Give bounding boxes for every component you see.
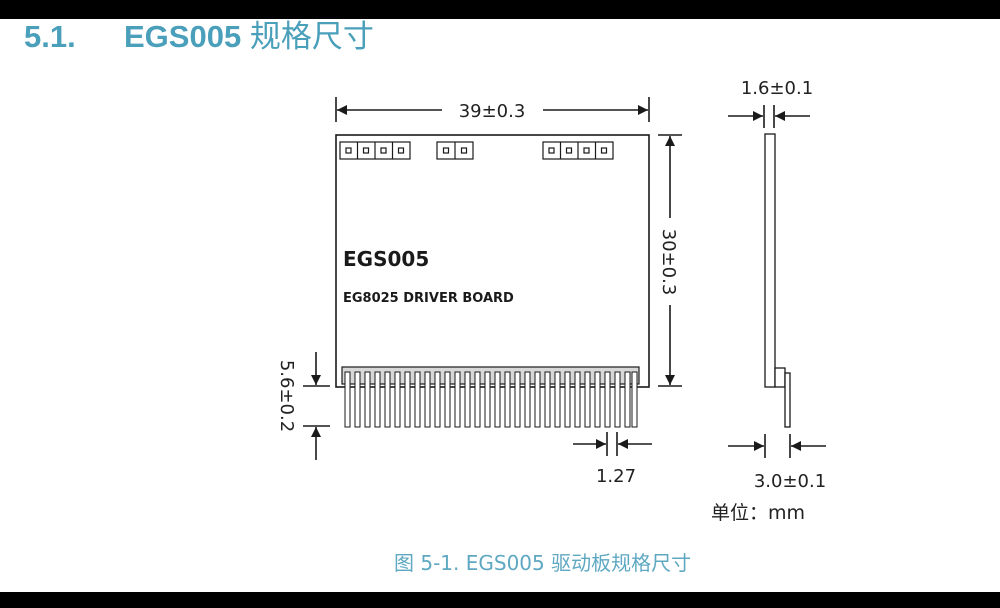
pin-pitch-dimension xyxy=(573,432,652,456)
width-dimension-label: 39±0.3 xyxy=(459,101,526,122)
pin-pitch-label: 1.27 xyxy=(596,466,636,487)
thickness-label: 1.6±0.1 xyxy=(741,78,813,99)
bottom-black-bar xyxy=(0,592,1000,608)
edge-connector-pins xyxy=(344,371,638,428)
header-group-3 xyxy=(542,141,614,160)
section-title-en: EGS005 xyxy=(124,19,242,54)
board-name-label: EGS005 xyxy=(343,247,429,271)
front-view: EGS005 EG8025 DRIVER BOARD xyxy=(335,134,650,428)
header-group-1 xyxy=(339,141,411,160)
unit-label: 单位：mm xyxy=(711,502,806,524)
header-group-2 xyxy=(436,141,474,160)
height-dimension-label: 30±0.3 xyxy=(658,229,679,296)
top-black-bar xyxy=(0,0,1000,19)
section-title-cn: 规格尺寸 xyxy=(249,19,374,54)
figure-caption: 图 5-1. EGS005 驱动板规格尺寸 xyxy=(394,551,692,575)
side-view xyxy=(764,133,791,428)
width-dimension xyxy=(335,97,650,122)
height-dimension xyxy=(658,134,682,387)
pin-length-dimension xyxy=(303,352,330,460)
depth-label: 3.0±0.1 xyxy=(754,471,826,492)
thickness-dimension xyxy=(728,105,810,128)
board-outline xyxy=(335,134,650,388)
section-heading: 5.1. EGS005 规格尺寸 xyxy=(24,17,374,57)
depth-dimension xyxy=(728,434,826,458)
board-subtitle-label: EG8025 DRIVER BOARD xyxy=(343,291,514,306)
pin-length-label: 5.6±0.2 xyxy=(276,360,297,432)
section-number: 5.1. xyxy=(24,19,76,54)
